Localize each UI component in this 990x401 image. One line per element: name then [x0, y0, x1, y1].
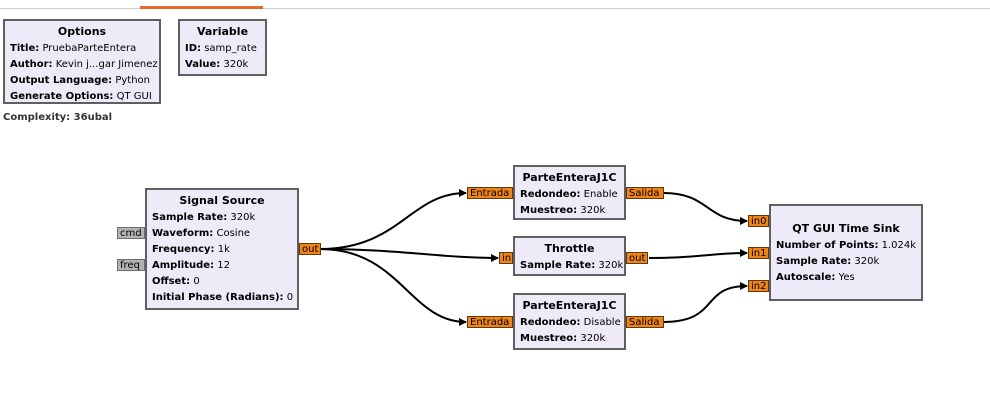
- parte-entera-bottom-redondeo-row: Redondeo: Disable: [520, 317, 621, 328]
- signal-source-phase-row: Initial Phase (Radians): 0: [152, 292, 294, 303]
- signal-source-frequency-row: Frequency: 1k: [152, 244, 230, 255]
- time-sink-in0-port[interactable]: in0: [748, 215, 769, 227]
- options-block-title: Options: [57, 25, 107, 38]
- parte-entera-bottom-muestreo-row: Muestreo: 320k: [520, 333, 606, 344]
- options-block[interactable]: Options Title: PruebaParteEntera Author:…: [3, 19, 161, 104]
- active-tab-indicator: [140, 6, 263, 9]
- signal-source-amplitude-row: Amplitude: 12: [152, 260, 230, 271]
- signal-source-title: Signal Source: [179, 194, 265, 207]
- wire-throttle-to-sink-in1: [648, 249, 748, 259]
- variable-block[interactable]: Variable ID: samp_rate Value: 320k: [178, 19, 267, 76]
- wire-parte-bottom-to-sink-in2: [662, 282, 748, 323]
- parte-entera-top-redondeo-row: Redondeo: Enable: [520, 189, 618, 200]
- variable-value-row: Value: 320k: [185, 59, 249, 70]
- parte-entera-top-entrada-port[interactable]: Entrada: [467, 187, 513, 199]
- parte-entera-bottom-entrada-port[interactable]: Entrada: [467, 316, 513, 328]
- signal-source-block[interactable]: Signal Source Sample Rate: 320k Waveform…: [145, 188, 299, 310]
- wire-source-to-parte-top: [319, 189, 467, 250]
- signal-source-out-port[interactable]: out: [299, 243, 321, 255]
- complexity-label: Complexity: 36ubal: [3, 112, 113, 123]
- signal-source-waveform-row: Waveform: Cosine: [152, 228, 251, 239]
- parte-entera-bottom-title: ParteEnteraJ1C: [522, 299, 617, 312]
- signal-source-offset-row: Offset: 0: [152, 276, 200, 287]
- time-sink-autoscale-row: Autoscale: Yes: [776, 272, 855, 283]
- parte-entera-bottom-block[interactable]: ParteEnteraJ1C Redondeo: Disable Muestre…: [513, 293, 626, 350]
- options-author-row: Author: Kevin j...gar Jimenez: [10, 59, 158, 70]
- time-sink-block[interactable]: QT GUI Time Sink Number of Points: 1.024…: [769, 204, 923, 301]
- parte-entera-top-salida-port[interactable]: Salida: [626, 187, 664, 199]
- wire-source-to-throttle: [319, 248, 499, 262]
- wire-parte-top-to-sink-in0: [662, 192, 748, 225]
- top-toolbar-strip: [0, 0, 990, 9]
- options-generate-options-row: Generate Options: QT GUI: [10, 91, 152, 102]
- throttle-sample-rate-row: Sample Rate: 320k: [520, 260, 624, 271]
- signal-source-freq-port[interactable]: freq: [117, 259, 145, 271]
- throttle-title: Throttle: [544, 242, 595, 255]
- throttle-in-port[interactable]: in: [499, 252, 513, 264]
- throttle-block[interactable]: Throttle Sample Rate: 320k: [513, 236, 626, 276]
- signal-source-sample-rate-row: Sample Rate: 320k: [152, 212, 256, 223]
- wire-source-to-parte-bottom: [319, 248, 467, 326]
- throttle-out-port[interactable]: out: [626, 252, 648, 264]
- time-sink-points-row: Number of Points: 1.024k: [776, 240, 917, 251]
- options-title-row: Title: PruebaParteEntera: [10, 43, 137, 54]
- options-output-language-row: Output Language: Python: [10, 75, 151, 86]
- parte-entera-bottom-salida-port[interactable]: Salida: [626, 316, 664, 328]
- variable-block-title: Variable: [196, 25, 249, 38]
- parte-entera-top-title: ParteEnteraJ1C: [522, 171, 617, 184]
- time-sink-sample-rate-row: Sample Rate: 320k: [776, 256, 880, 267]
- parte-entera-top-muestreo-row: Muestreo: 320k: [520, 205, 606, 216]
- variable-id-row: ID: samp_rate: [185, 43, 257, 54]
- time-sink-in1-port[interactable]: in1: [748, 247, 769, 259]
- parte-entera-top-block[interactable]: ParteEnteraJ1C Redondeo: Enable Muestreo…: [513, 165, 626, 220]
- signal-source-cmd-port[interactable]: cmd: [117, 227, 145, 239]
- time-sink-in2-port[interactable]: in2: [748, 280, 769, 292]
- time-sink-title: QT GUI Time Sink: [792, 222, 900, 235]
